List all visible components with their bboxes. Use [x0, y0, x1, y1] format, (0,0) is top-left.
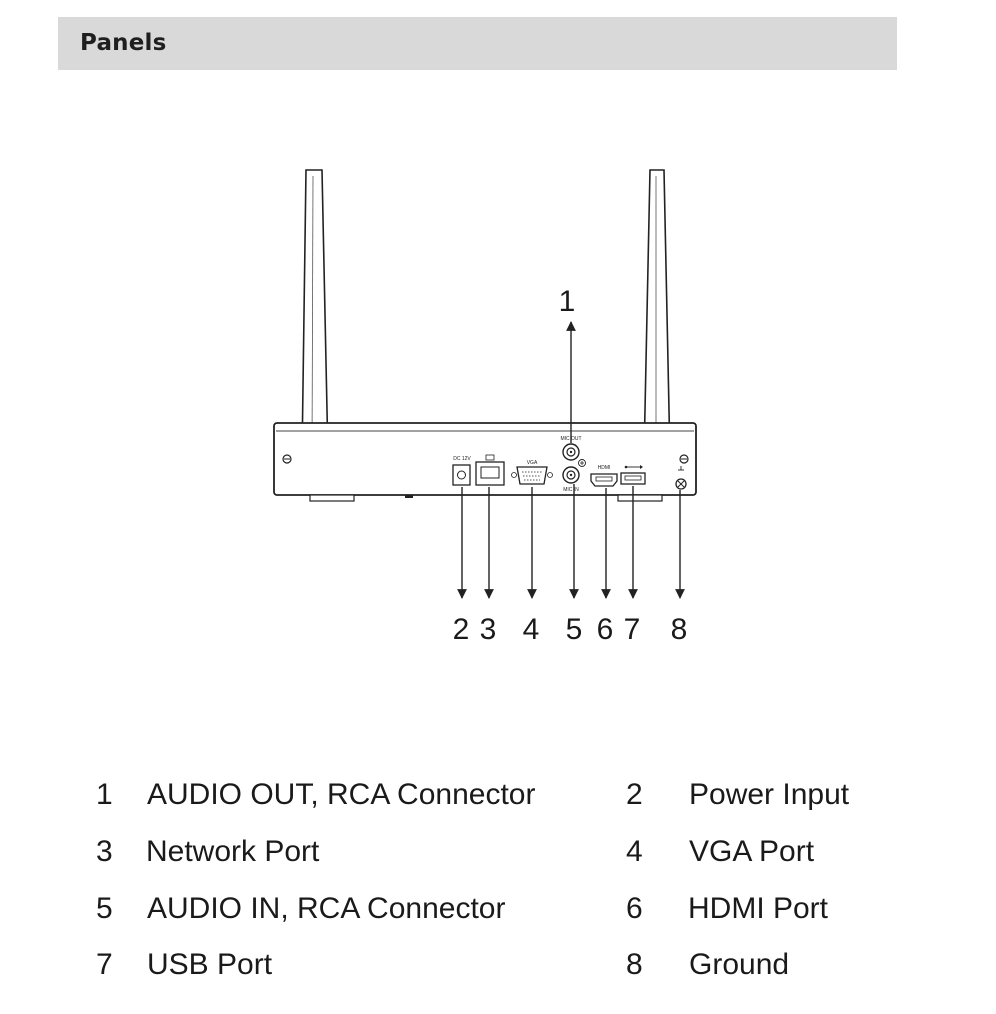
svg-text:VGA: VGA [527, 460, 538, 466]
port-legend: 1 AUDIO OUT, RCA Connector 2 Power Input… [0, 760, 996, 1000]
legend-number: 5 [96, 892, 113, 925]
legend-label: Network Port [146, 835, 320, 868]
callout-3: 3 [480, 613, 497, 646]
audio-in-port: MIC IN [562, 459, 586, 493]
legend-row: 1 AUDIO OUT, RCA Connector 2 Power Input [0, 778, 996, 818]
legend-number: 2 [626, 778, 643, 811]
legend-row: 5 AUDIO IN, RCA Connector 6 HDMI Port [0, 892, 996, 932]
callout-5: 5 [566, 613, 583, 646]
hdmi-port: HDMI [590, 465, 618, 487]
legend-number: 7 [96, 948, 113, 981]
legend-number: 8 [626, 948, 643, 981]
svg-text:HDMI: HDMI [598, 465, 611, 471]
ground-screw [675, 466, 687, 490]
legend-label: HDMI Port [688, 892, 829, 925]
legend-number: 6 [626, 892, 643, 925]
callout-arrows [457, 321, 685, 599]
legend-number: 3 [96, 835, 113, 868]
callout-numbers: 1 2 3 4 5 6 7 8 [453, 285, 688, 646]
legend-label: AUDIO IN, RCA Connector [147, 892, 506, 925]
legend-label: AUDIO OUT, RCA Connector [147, 778, 536, 811]
callout-4: 4 [523, 613, 540, 646]
callout-6: 6 [597, 613, 614, 646]
legend-row: 3 Network Port 4 VGA Port [0, 835, 996, 875]
svg-text:MIC IN: MIC IN [563, 487, 579, 493]
vga-port: VGA [511, 460, 553, 485]
legend-label: USB Port [147, 948, 273, 981]
usb-port [620, 465, 646, 485]
power-input-port: DC 12V [452, 456, 471, 486]
legend-row: 7 USB Port 8 Ground [0, 948, 996, 988]
network-port [475, 454, 505, 486]
ground-icon [678, 466, 684, 471]
section-header: Panels [58, 17, 897, 70]
callout-8: 8 [671, 613, 688, 646]
usb-icon [624, 465, 643, 469]
svg-text:DC 12V: DC 12V [453, 456, 471, 462]
legend-label: Power Input [689, 778, 850, 811]
right-antenna [641, 169, 673, 461]
legend-number: 4 [626, 835, 643, 868]
left-antenna [299, 169, 331, 461]
legend-label: Ground [689, 948, 790, 981]
rear-panel-diagram: DC 12V VGA MIC OUT MIC IN HDMI [273, 169, 697, 646]
callout-7: 7 [624, 613, 641, 646]
legend-label: VGA Port [689, 835, 815, 868]
legend-number: 1 [96, 778, 113, 811]
callout-2: 2 [453, 613, 470, 646]
section-title: Panels [80, 30, 167, 56]
callout-1: 1 [559, 285, 576, 318]
